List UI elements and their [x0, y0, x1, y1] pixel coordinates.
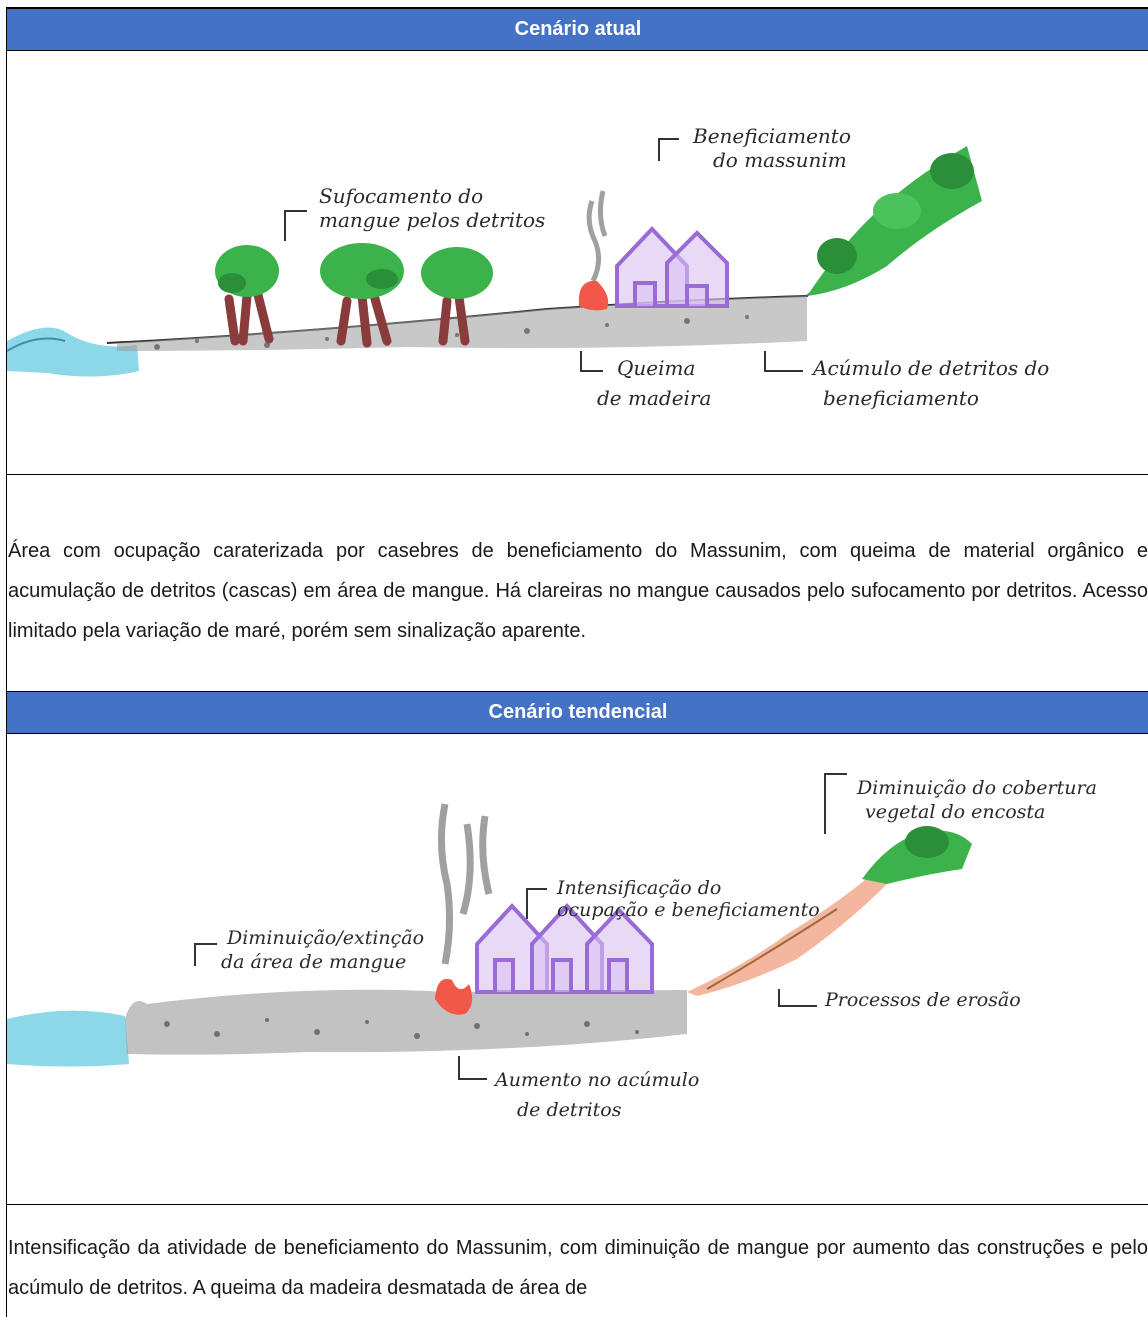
note-accumulation-line2: beneficiamento	[823, 386, 979, 410]
illustration-trend: Diminuição do cobertura vegetal do encos…	[7, 734, 1148, 1204]
section-header-current-label: Cenário atual	[514, 18, 642, 40]
note-debris-line2: de detritos	[517, 1099, 622, 1121]
note-suffocation-line2: mangue pelos detritos	[319, 208, 545, 232]
water-shape	[7, 1010, 129, 1067]
mangrove-trees	[215, 243, 493, 348]
houses	[475, 903, 654, 994]
note-mangrove-line1: Diminuição/extinção	[226, 927, 424, 949]
note-accumulation-line1: Acúmulo de detritos do	[811, 356, 1049, 380]
hillside-vegetation	[807, 146, 982, 296]
note-intensification-line1: Intensificação do	[556, 877, 721, 899]
water-shape	[7, 327, 139, 377]
sketch-current: Sufocamento do mangue pelos detritos Ben…	[6, 124, 1049, 410]
note-processing-line1: Beneficiamento	[692, 124, 851, 148]
illustration-current: Sufocamento do mangue pelos detritos Ben…	[6, 51, 1148, 474]
document-table: Cenário atual	[6, 7, 1148, 1317]
erosion-slope	[687, 874, 887, 996]
note-burning-line1: Queima	[617, 356, 695, 380]
smoke	[437, 803, 493, 965]
section-header-trend: Cenário tendencial	[7, 691, 1148, 734]
note-intensification-line2: ocupação e beneficiamento	[557, 899, 820, 921]
note-mangrove-line2: da área de mangue	[221, 951, 406, 973]
note-processing-line2: do massunim	[713, 148, 847, 172]
note-erosion: Processos de erosão	[824, 989, 1021, 1011]
note-debris-line1: Aumento no acúmulo	[493, 1069, 699, 1091]
note-vegetation-line2: vegetal do encosta	[865, 801, 1045, 823]
houses	[615, 226, 729, 308]
note-suffocation-line1: Sufocamento do	[319, 184, 483, 208]
sketch-trend: Diminuição do cobertura vegetal do encos…	[7, 773, 1097, 1121]
hillside-vegetation	[862, 826, 972, 884]
description-current: Área com ocupação caraterizada por caseb…	[8, 540, 1148, 642]
fire	[435, 978, 473, 1015]
section-header-current: Cenário atual	[7, 8, 1148, 51]
section-header-trend-label: Cenário tendencial	[488, 701, 668, 723]
smoke	[586, 190, 608, 283]
fire	[578, 280, 609, 311]
note-burning-line2: de madeira	[597, 386, 711, 410]
note-vegetation-line1: Diminuição do cobertura	[856, 777, 1097, 799]
description-trend: Intensificação da atividade de beneficia…	[8, 1237, 1148, 1299]
debris-ground	[125, 989, 687, 1055]
